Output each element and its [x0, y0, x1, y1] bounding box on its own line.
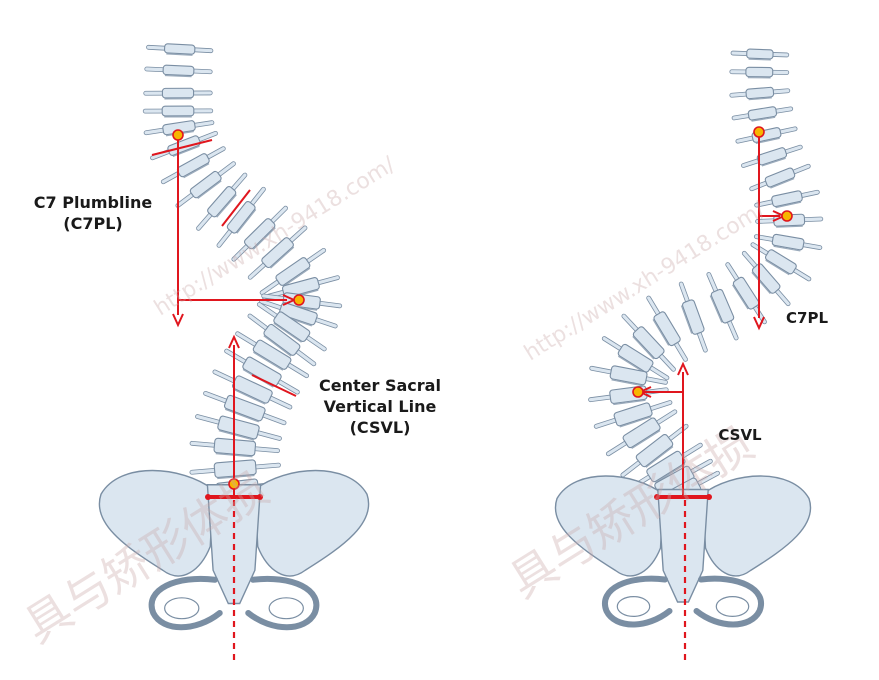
left-spine-vertebra [146, 43, 213, 57]
right-spine-vertebra-body [764, 249, 797, 275]
left-spine-vertebra [143, 106, 213, 117]
right-thoracic-apex-marker [782, 211, 792, 221]
right-c7pl-label: C7PL [772, 308, 842, 329]
right-spine-vertebra [588, 361, 668, 390]
left-pelvis-obturator-right [269, 598, 303, 619]
right-spine-vertebra-body [710, 289, 734, 324]
left-spine-vertebra [144, 88, 213, 99]
right-pelvis-obturator-right [716, 597, 748, 617]
c7-plumbline-label-line1: C7 Plumbline [8, 192, 178, 213]
right-spine-vertebra [731, 48, 789, 60]
c7-plumbline-label: C7 Plumbline (C7PL) [8, 192, 178, 234]
csvl-label-line1: Center Sacral [300, 375, 460, 396]
right-pelvis-obturator-left [617, 597, 649, 617]
center-sacral-vertical-line-label: Center Sacral Vertical Line (CSVL) [300, 375, 460, 438]
right-spine-vertebra [731, 104, 793, 124]
left-spine-vertebra-body [167, 135, 201, 156]
right-c7-marker [754, 127, 764, 137]
right-lumbar-apex-marker [633, 387, 643, 397]
left-spine-vertebra-body [226, 200, 256, 234]
right-spine-vertebra [674, 280, 712, 354]
right-spine-vertebra [730, 67, 789, 78]
right-c7-plumbline-arrow [754, 317, 764, 328]
c7-plumbline-arrow [173, 314, 183, 325]
right-spine-vertebra-body [747, 49, 774, 59]
left-spine-vertebra [145, 64, 213, 77]
right-spine-vertebra [735, 123, 798, 147]
left-spine-vertebra-body [163, 65, 194, 76]
left-spine-vertebra-body [189, 170, 222, 199]
left-pelvis-obturator-left [165, 598, 199, 619]
right-spine-vertebra [748, 161, 813, 196]
csvl-label-line2: Vertical Line [300, 396, 460, 417]
csvl-label-line3: (CSVL) [300, 417, 460, 438]
left-pelvis-iliac-wing-right [255, 471, 369, 576]
right-spine-vertebra-body [746, 67, 773, 77]
right-spine-disc [749, 59, 771, 60]
right-spine-vertebra-body [771, 190, 803, 207]
left-spine-vertebra-body [164, 44, 195, 55]
c7-plumbline-label-line2: (C7PL) [8, 213, 178, 234]
left-spine-vertebra-body [162, 88, 193, 98]
right-spine-vertebra [729, 86, 790, 101]
left-spine-vertebra-body [162, 106, 194, 116]
right-spine-vertebra-body [746, 87, 774, 99]
right-spine-vertebra [740, 142, 804, 172]
right-spine-vertebra-body [653, 311, 681, 347]
left-apex-marker [294, 295, 304, 305]
right-spine-vertebra [588, 383, 670, 408]
left-c7-marker [173, 130, 183, 140]
right-csvl-label: CSVL [705, 425, 775, 446]
right-spine-vertebra-body [772, 234, 805, 250]
